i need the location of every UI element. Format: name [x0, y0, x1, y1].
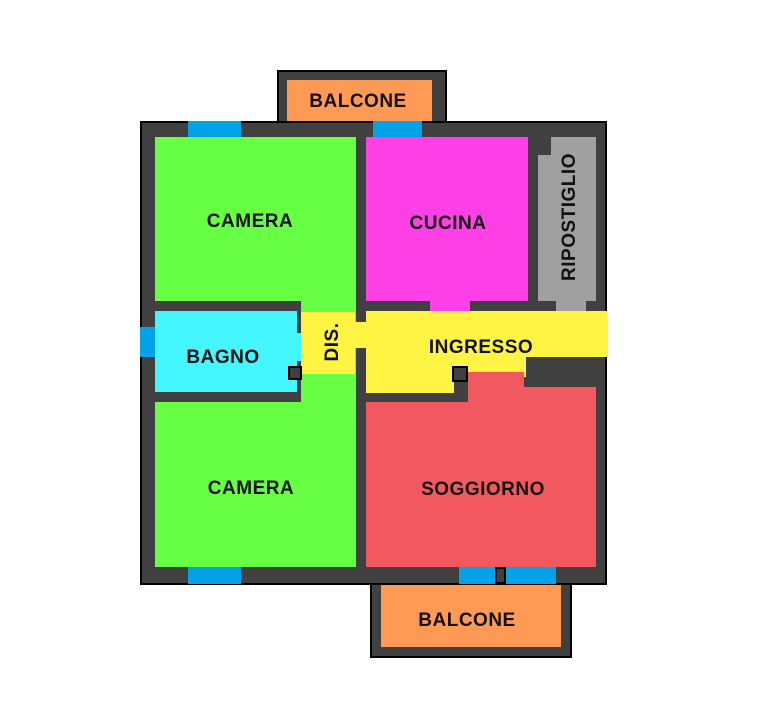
ripostiglio-door-opening [556, 298, 586, 314]
entrance-door-opening [594, 318, 608, 356]
room-disimpegno [301, 312, 355, 374]
label-disimpegno: DIS. [322, 322, 343, 362]
label-ingresso: INGRESSO [428, 337, 534, 358]
window-camera-top [188, 121, 241, 137]
room-camera-bottom [155, 402, 356, 567]
ripostiglio-corner [538, 155, 552, 301]
label-bagno: BAGNO [186, 347, 260, 368]
label-balcone-top: BALCONE [309, 91, 407, 112]
window-mullion [495, 567, 506, 584]
ingresso-mid [454, 355, 526, 377]
room-ripostiglio [551, 137, 596, 301]
room-balcone-top [287, 80, 432, 122]
window-camera-bottom [188, 567, 241, 584]
label-camera-bottom: CAMERA [207, 478, 295, 499]
label-camera-top: CAMERA [206, 211, 294, 232]
room-camera-top [155, 137, 356, 301]
soggiorno-upper [468, 387, 596, 405]
soggiorno-door-opening [468, 372, 524, 390]
room-bagno [155, 311, 297, 392]
label-soggiorno: SOGGIORNO [421, 479, 545, 500]
cucina-door-opening [430, 298, 470, 314]
ingresso-dis-link [350, 322, 370, 348]
window-soggiorno-left [459, 567, 495, 584]
room-cucina [366, 137, 528, 301]
bagno-door-opening [290, 333, 304, 361]
window-bagno [140, 327, 155, 357]
label-ripostiglio: RIPOSTIGLIO [559, 153, 580, 281]
room-soggiorno [366, 402, 596, 567]
window-soggiorno-right [506, 567, 556, 584]
camera-bottom-link [301, 385, 356, 405]
ingresso-lower [366, 355, 454, 393]
wall-jog-bagno [288, 366, 302, 380]
room-balcone-bottom [381, 584, 561, 647]
window-cucina-balcone [373, 121, 422, 137]
label-balcone-bottom: BALCONE [418, 610, 516, 631]
wall-jog-ingresso [452, 366, 468, 382]
label-cucina: CUCINA [409, 213, 487, 234]
room-ingresso [366, 311, 607, 357]
